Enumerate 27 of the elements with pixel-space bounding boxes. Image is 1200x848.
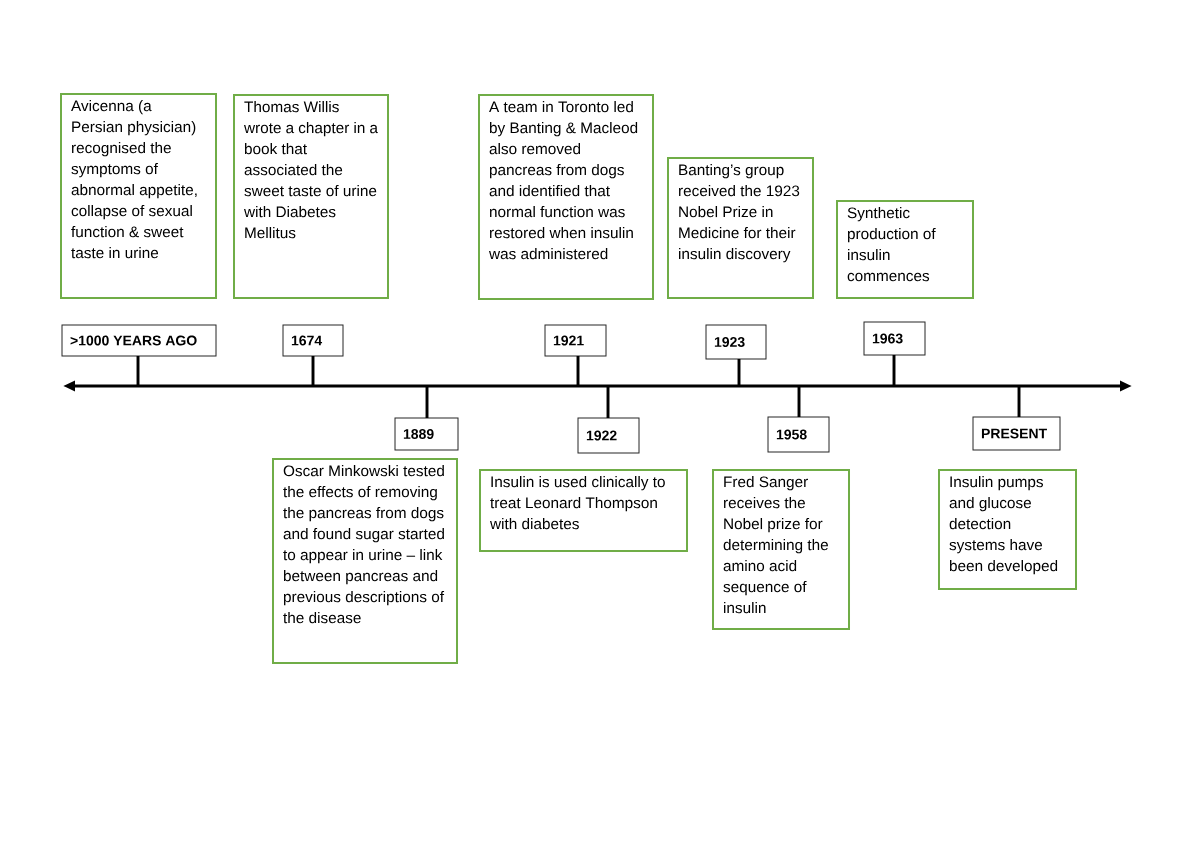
date-box: 1922 <box>577 417 640 454</box>
tick-line <box>892 355 896 386</box>
tick-line <box>797 386 801 417</box>
date-box: 1889 <box>394 417 459 451</box>
event-box: Insulin is used clinically to treat Leonard Thompson with diabetes <box>479 469 688 552</box>
tick-line <box>737 359 741 386</box>
tick-line <box>1017 386 1021 417</box>
tick-line <box>606 386 610 418</box>
event-box: Fred Sanger receives the Nobel prize for determining the amino acid sequence of insulin <box>712 469 850 630</box>
tick-line <box>576 356 580 386</box>
event-box: Oscar Minkowski tested the effects of removing the pancreas from dogs and found sugar started to appear in urine – link between pancreas and previous descriptions of the disease <box>272 458 458 664</box>
event-box: Synthetic production of insulin commences <box>836 200 974 299</box>
event-box: A team in Toronto led by Banting & Macleod also removed pancreas from dogs and identified that normal function was restored when insulin was administered <box>478 94 654 300</box>
date-box: 1674 <box>282 324 344 357</box>
date-box: >1000 YEARS AGO <box>61 324 217 357</box>
date-box: 1963 <box>863 321 926 356</box>
date-box: 1921 <box>544 324 607 357</box>
event-box: Insulin pumps and glucose detection systems have been developed <box>938 469 1077 590</box>
date-box: 1923 <box>705 324 767 360</box>
date-box: PRESENT <box>972 416 1061 451</box>
date-box: 1958 <box>767 416 830 453</box>
event-box: Banting’s group received the 1923 Nobel Prize in Medicine for their insulin discovery <box>667 157 814 299</box>
event-box: Thomas Willis wrote a chapter in a book that associated the sweet taste of urine with Diabetes Mellitus <box>233 94 389 299</box>
tick-line <box>136 356 140 386</box>
event-box: Avicenna (a Persian physician) recognised the symptoms of abnormal appetite, collapse of sexual function & sweet taste in urine <box>60 93 217 299</box>
tick-line <box>425 386 429 418</box>
tick-line <box>311 356 315 386</box>
